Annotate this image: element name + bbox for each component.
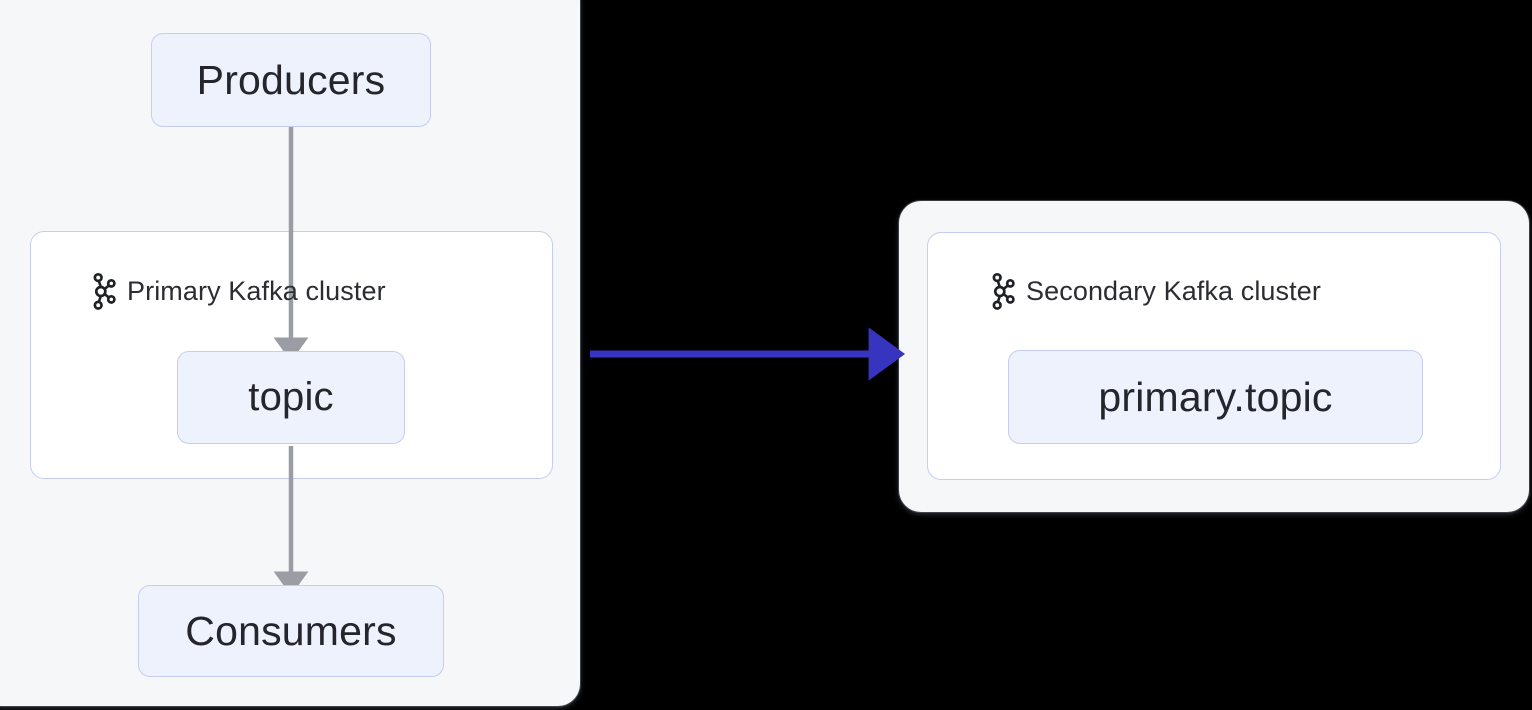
primary-cluster-label: Primary Kafka cluster bbox=[127, 275, 386, 306]
primary-cluster-header: Primary Kafka cluster bbox=[90, 272, 386, 310]
secondary-cluster-label: Secondary Kafka cluster bbox=[1026, 275, 1321, 306]
secondary-cluster-header: Secondary Kafka cluster bbox=[989, 272, 1321, 310]
node-producers[interactable]: Producers bbox=[151, 33, 431, 127]
kafka-icon bbox=[992, 272, 1015, 310]
node-primary-topic[interactable]: primary.topic bbox=[1008, 350, 1423, 444]
node-topic[interactable]: topic bbox=[177, 351, 405, 444]
node-consumers[interactable]: Consumers bbox=[138, 585, 444, 677]
kafka-icon bbox=[93, 272, 116, 310]
